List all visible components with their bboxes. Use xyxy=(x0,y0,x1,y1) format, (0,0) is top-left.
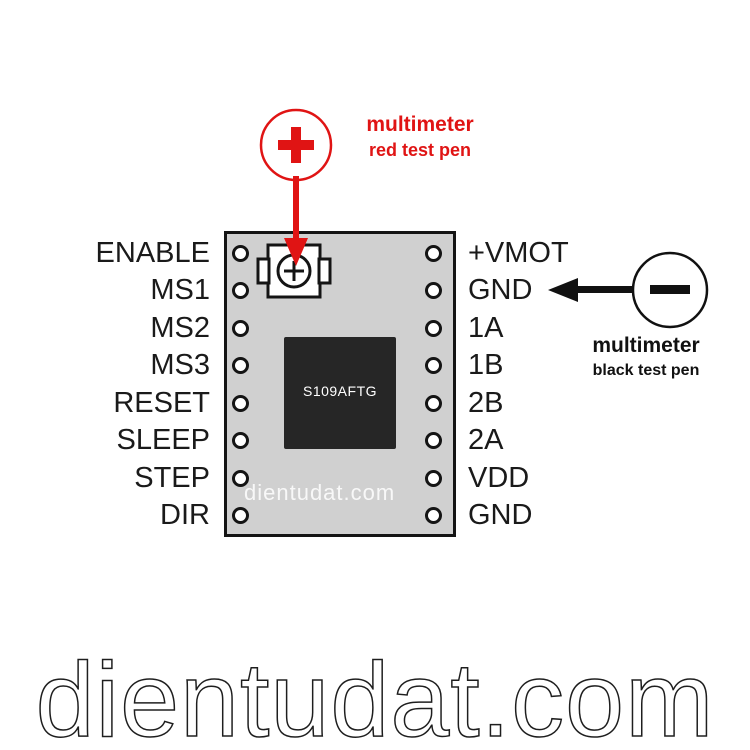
pin-pad-left xyxy=(232,282,249,299)
pin-pad-left xyxy=(232,357,249,374)
pin-label-vmot: +VMOT xyxy=(468,237,569,269)
red-probe-sublabel: red test pen xyxy=(368,140,472,160)
pin-label-2b: 2B xyxy=(468,387,504,419)
pin-pad-right xyxy=(425,395,442,412)
red-probe-arrow xyxy=(284,176,308,266)
black-probe-arrow xyxy=(548,278,632,302)
pin-label-sleep: SLEEP xyxy=(116,424,211,456)
plus-icon xyxy=(259,108,333,182)
pin-pad-left xyxy=(232,245,249,262)
black-probe-label: multimeter xyxy=(592,334,700,357)
red-probe-label: multimeter xyxy=(366,113,474,136)
pin-label-ms1: MS1 xyxy=(150,274,210,306)
board-watermark: dientudat.com xyxy=(244,480,396,505)
chip-label: S109AFTG xyxy=(302,383,378,399)
pin-pad-right xyxy=(425,357,442,374)
pin-label-reset: RESET xyxy=(113,387,210,419)
pin-pad-right xyxy=(425,507,442,524)
pin-pad-left xyxy=(232,320,249,337)
pin-label-gnd-bottom: GND xyxy=(468,499,533,531)
pin-label-gnd-top: GND xyxy=(468,274,533,306)
black-probe-sublabel: black test pen xyxy=(592,362,700,379)
site-watermark: dientudat.com xyxy=(35,641,715,750)
pin-pad-right xyxy=(425,432,442,449)
pin-pad-right xyxy=(425,282,442,299)
pin-label-1a: 1A xyxy=(468,312,504,344)
driver-chip: S109AFTG xyxy=(284,337,396,449)
pin-pad-left xyxy=(232,395,249,412)
pin-pad-left xyxy=(232,470,249,487)
pin-pad-right xyxy=(425,320,442,337)
pin-pad-right xyxy=(425,245,442,262)
minus-icon xyxy=(631,251,709,329)
pin-pad-right xyxy=(425,470,442,487)
pin-label-ms2: MS2 xyxy=(150,312,210,344)
pin-label-step: STEP xyxy=(134,462,210,494)
pin-label-2a: 2A xyxy=(468,424,504,456)
pin-pad-left xyxy=(232,432,249,449)
pin-label-ms3: MS3 xyxy=(150,349,210,381)
pin-pad-left xyxy=(232,507,249,524)
pin-label-1b: 1B xyxy=(468,349,504,381)
pin-label-vdd: VDD xyxy=(468,462,530,494)
pin-label-dir: DIR xyxy=(160,499,210,531)
pin-label-enable: ENABLE xyxy=(95,237,210,269)
